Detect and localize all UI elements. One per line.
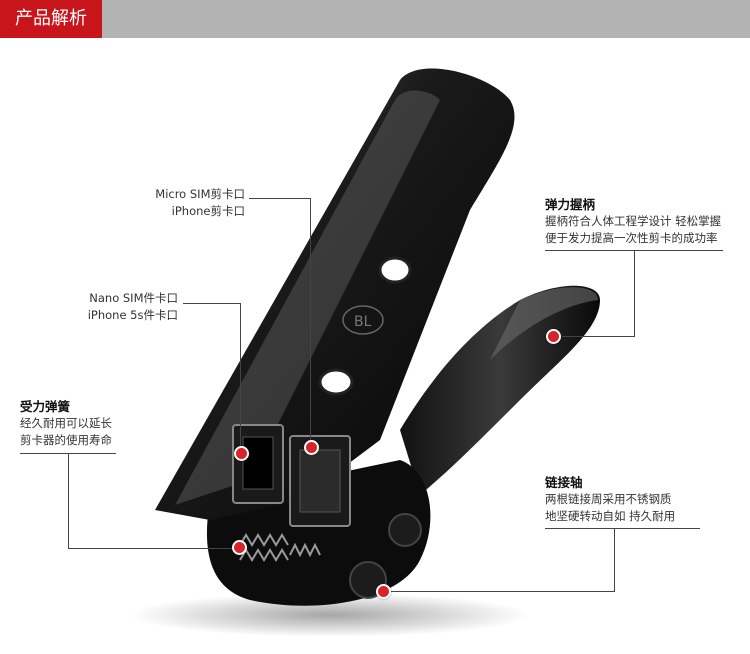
callout-spring-line2: 剪卡器的使用寿命 — [20, 433, 112, 447]
callout-axle: 链接轴 两根链接周采用不锈钢质 地坚硬转动自如 持久耐用 — [545, 474, 745, 525]
callout-spring: 受力弹簧 经久耐用可以延长 剪卡器的使用寿命 — [20, 398, 160, 449]
callout-handle-line1: 握柄符合人体工程学设计 轻松掌握 — [545, 214, 722, 228]
callout-axle-line1: 两根链接周采用不锈钢质 — [545, 492, 672, 506]
micro-slot-marker — [304, 440, 319, 455]
callout-micro-line1: Micro SIM剪卡口 — [155, 187, 245, 201]
callout-axle-title: 链接轴 — [545, 475, 583, 490]
nano-slot-marker — [234, 446, 249, 461]
callout-axle-line2: 地坚硬转动自如 持久耐用 — [545, 509, 676, 523]
callout-handle-line2: 便于发力提高一次性剪卡的成功率 — [545, 231, 718, 245]
callout-nano-line1: Nano SIM件卡口 — [89, 291, 178, 305]
header-bar — [0, 0, 750, 38]
callout-nano-sim: Nano SIM件卡口 iPhone 5s件卡口 — [50, 290, 178, 324]
section-title: 产品解析 — [0, 0, 102, 38]
callout-nano-line2: iPhone 5s件卡口 — [87, 308, 178, 322]
callout-spring-line1: 经久耐用可以延长 — [20, 416, 112, 430]
callout-micro-line2: iPhone剪卡口 — [171, 204, 245, 218]
callout-handle: 弹力握柄 握柄符合人体工程学设计 轻松掌握 便于发力提高一次性剪卡的成功率 — [545, 196, 745, 247]
handle-marker — [546, 329, 561, 344]
brand-logo: BL — [354, 314, 372, 330]
callout-handle-title: 弹力握柄 — [545, 197, 596, 212]
spring-marker — [232, 540, 247, 555]
callout-micro-sim: Micro SIM剪卡口 iPhone剪卡口 — [120, 186, 245, 220]
axle-marker — [376, 584, 391, 599]
callout-spring-title: 受力弹簧 — [20, 399, 71, 414]
